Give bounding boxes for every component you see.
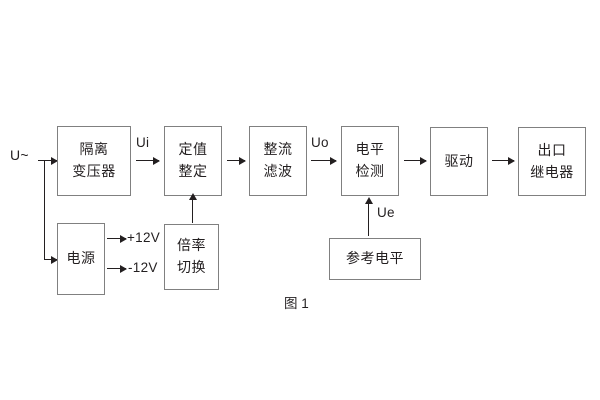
block-multiplier-switch-line-2: 切换 — [177, 259, 206, 275]
arrow-rectify-filter-to-level-detect — [311, 157, 337, 165]
block-drive[interactable]: 驱动 — [430, 127, 488, 196]
block-isolation-transformer[interactable]: 隔离 变压器 — [57, 126, 131, 196]
block-rectify-filter-line-2: 滤波 — [263, 163, 293, 179]
block-power-supply[interactable]: 电源 — [57, 223, 105, 295]
block-rectify-filter[interactable]: 整流 滤波 — [249, 126, 307, 196]
arrow-rail-positive — [107, 235, 127, 243]
rail-negative-label: -12V — [128, 260, 158, 275]
block-level-detect[interactable]: 电平 检测 — [341, 126, 399, 196]
arrow-multiplier-switch-to-setting-value — [188, 193, 197, 223]
arrow-input-to-isolation-transformer — [44, 157, 58, 165]
block-isolation-transformer-line-1: 隔离 — [79, 141, 109, 158]
block-drive-line-1: 驱动 — [444, 152, 474, 169]
input-source-label: U~ — [10, 147, 29, 163]
block-setting-value[interactable]: 定值 整定 — [164, 126, 222, 196]
block-output-relay-line-1: 出口 — [537, 141, 567, 158]
rail-positive-label: +12V — [127, 230, 161, 245]
block-rectify-filter-line-1: 整流 — [263, 141, 293, 158]
arrow-drive-to-output-relay — [492, 157, 515, 165]
block-output-relay-line-2: 继电器 — [530, 163, 574, 180]
block-isolation-transformer-line-2: 变压器 — [72, 163, 116, 179]
input-bus-stub — [38, 160, 44, 161]
signal-label-ue: Ue — [377, 205, 395, 220]
arrow-setting-value-to-rectify-filter — [227, 157, 246, 165]
arrow-input-to-power-supply — [44, 256, 58, 264]
block-output-relay[interactable]: 出口 继电器 — [518, 127, 586, 196]
figure-caption: 图 1 — [284, 296, 309, 311]
block-reference-level[interactable]: 参考电平 — [329, 238, 421, 280]
arrow-isolation-transformer-to-setting-value — [136, 157, 160, 165]
arrow-rail-negative — [107, 265, 127, 273]
input-bus-trunk — [44, 160, 45, 259]
block-multiplier-switch[interactable]: 倍率 切换 — [164, 224, 219, 290]
block-setting-value-line-2: 整定 — [178, 163, 208, 179]
block-power-supply-line-1: 电源 — [66, 250, 96, 267]
arrow-level-detect-to-drive — [404, 157, 427, 165]
signal-label-uo: Uo — [311, 135, 329, 150]
arrow-reference-level-to-level-detect — [364, 197, 373, 236]
block-setting-value-line-1: 定值 — [178, 141, 208, 158]
block-level-detect-line-1: 电平 — [355, 141, 385, 158]
block-multiplier-switch-line-1: 倍率 — [177, 237, 206, 254]
block-reference-level-line-1: 参考电平 — [346, 250, 404, 267]
signal-label-ui: Ui — [136, 135, 150, 150]
block-level-detect-line-2: 检测 — [355, 163, 385, 179]
